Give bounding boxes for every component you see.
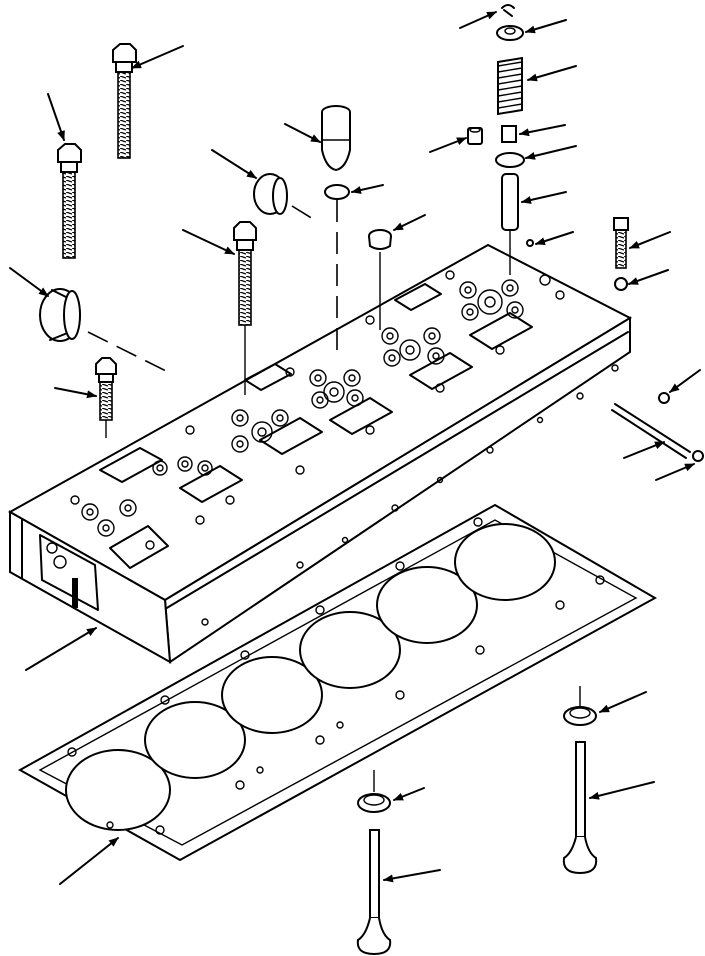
expansion-plug-1 xyxy=(39,288,81,342)
valve-2 xyxy=(562,741,598,875)
valve-spring-seat xyxy=(467,127,483,145)
cylinder-head xyxy=(7,243,633,664)
callout-arrows xyxy=(9,11,701,885)
end-bolt xyxy=(613,217,629,291)
valve-1 xyxy=(356,829,392,956)
expansion-plug-2 xyxy=(253,173,288,215)
valve-seat-insert-2 xyxy=(563,686,597,726)
valve-seat-insert-1 xyxy=(357,770,391,813)
head-bolt-long-3 xyxy=(233,221,257,395)
side-plug-and-rod xyxy=(611,392,704,462)
valve-stem-seal xyxy=(368,229,392,330)
head-bolt-long-1 xyxy=(112,43,137,159)
head-bolt-short xyxy=(95,357,117,438)
injector-sleeve xyxy=(321,105,351,355)
head-gasket xyxy=(17,503,658,862)
head-bolt-long-2 xyxy=(57,143,82,259)
valve-train-stack xyxy=(495,4,534,275)
